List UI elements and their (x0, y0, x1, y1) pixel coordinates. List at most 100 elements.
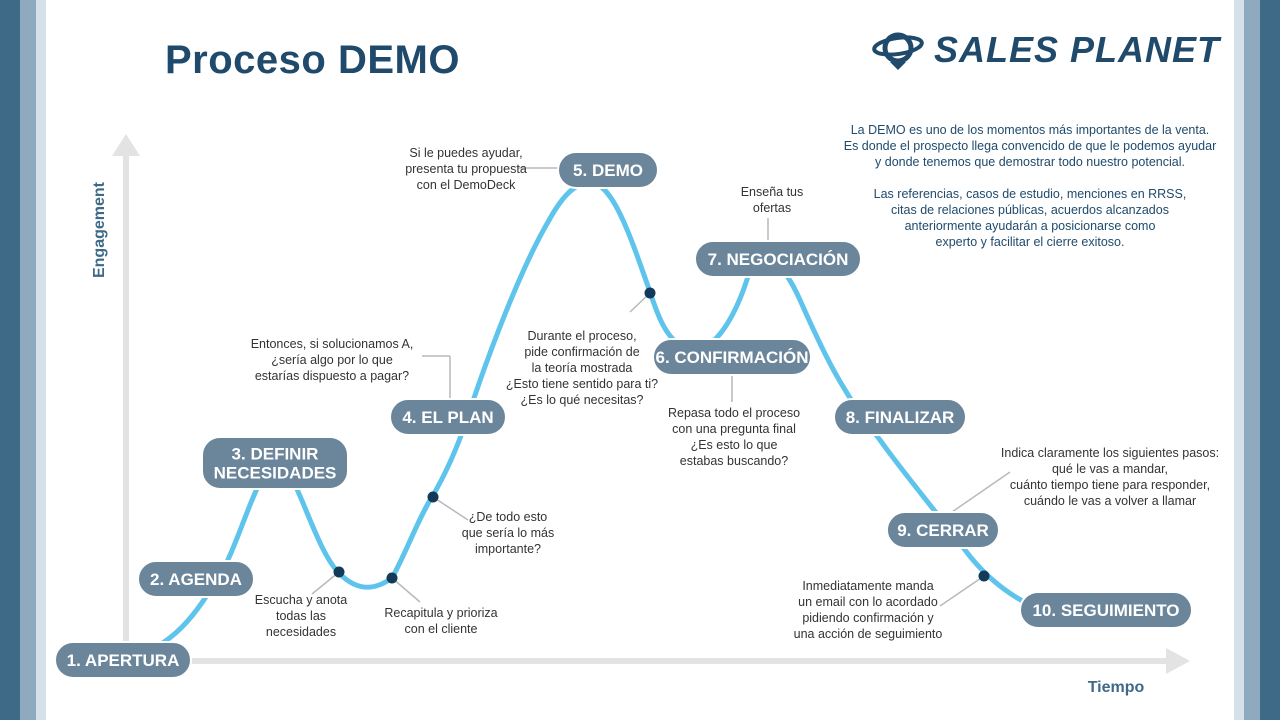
note-ensena: Enseña tus ofertas (741, 185, 804, 215)
stage-label: 2. AGENDA (150, 570, 242, 589)
note-si-le-puedes: Si le puedes ayudar, presenta tu propuest… (405, 146, 527, 192)
stage-pill-bg (54, 641, 192, 679)
note-line: necesidades (266, 625, 336, 639)
y-axis-label: Engagement (91, 181, 108, 278)
leader-line (432, 496, 469, 521)
logo: SALES PLANET (872, 28, 1220, 72)
note-line: Recapitula y prioriza (384, 606, 497, 620)
note-line: presenta tu propuesta (405, 162, 527, 176)
right-border-light (1234, 0, 1244, 720)
note-line: con una pregunta final (672, 422, 796, 436)
note-line: Escucha y anota (255, 593, 347, 607)
note-line: un email con lo acordado (798, 595, 938, 609)
leader-line (311, 571, 340, 595)
leader-line (951, 471, 1011, 513)
stage-pill-cerrar: 9. CERRAR (886, 511, 1000, 549)
intro-line: experto y facilitar el cierre exitoso. (935, 235, 1125, 249)
left-border-dark (0, 0, 20, 720)
note-line: estarías dispuesto a pagar? (255, 369, 409, 383)
note-line: ¿Esto tiene sentido para ti? (506, 377, 658, 391)
planet-ring-icon (872, 32, 924, 70)
stage-pill-agenda: 2. AGENDA (137, 560, 255, 598)
intro-paragraph-2: Las referencias, casos de estudio, menci… (830, 186, 1230, 250)
intro-paragraph-1: La DEMO es uno de los momentos más impor… (830, 122, 1230, 170)
stage-pill-plan: 4. EL PLAN (389, 398, 507, 436)
note-line: Indica claramente los siguientes pasos: (1001, 446, 1219, 460)
note-line: pide confirmación de (524, 345, 639, 359)
leader-line (391, 577, 421, 603)
milestone-dot (386, 572, 398, 584)
stage-pill-demo: 5. DEMO (557, 151, 659, 189)
note-line: ¿De todo esto (469, 510, 548, 524)
intro-line: La DEMO es uno de los momentos más impor… (850, 123, 1210, 137)
note-entonces: Entonces, si solucionamos A, ¿sería algo … (251, 337, 414, 383)
milestone-dots (333, 287, 990, 584)
stage-label: 3. DEFINIR (232, 445, 319, 464)
stage-label: 8. FINALIZAR (846, 408, 955, 427)
note-line: cuándo le vas a volver a llamar (1024, 494, 1196, 508)
stage-pill-finalizar: 8. FINALIZAR (833, 398, 967, 436)
stage-label: 4. EL PLAN (402, 408, 493, 427)
note-line: todas las (276, 609, 326, 623)
left-border-mid (20, 0, 36, 720)
note-indica: Indica claramente los siguientes pasos: q… (1001, 446, 1219, 508)
stage-label: 10. SEGUIMIENTO (1032, 601, 1179, 620)
right-border-dark (1260, 0, 1280, 720)
intro-line: citas de relaciones públicas, acuerdos a… (891, 203, 1169, 217)
note-line: Enseña tus (741, 185, 804, 199)
note-line: ¿Es esto lo que (691, 438, 778, 452)
stage-label: 9. CERRAR (897, 521, 989, 540)
stage-pill-bg (694, 240, 862, 278)
note-line: ¿sería algo por lo que (271, 353, 393, 367)
note-escucha: Escucha y anota todas las necesidades (255, 593, 347, 639)
annotations: Escucha y anota todas las necesidades Recap… (251, 146, 1219, 641)
intro-line: Es donde el prospecto llega convencido d… (843, 139, 1217, 153)
intro-line: Las referencias, casos de estudio, menci… (873, 187, 1187, 201)
note-line: Entonces, si solucionamos A, (251, 337, 414, 351)
milestone-dot (427, 491, 439, 503)
stage-label: 1. APERTURA (67, 651, 180, 670)
note-repasa: Repasa todo el proceso con una pregunta f… (668, 406, 800, 468)
note-durante: Durante el proceso,pide confirmación del… (506, 329, 658, 407)
stage-pill-confirmacion: 6. CONFIRMACIÓN (652, 338, 812, 376)
intro-line: y donde tenemos que demostrar todo nuest… (875, 155, 1185, 169)
milestone-dot (644, 287, 656, 299)
stage-pill-seguimiento: 10. SEGUIMIENTO (1019, 591, 1193, 629)
note-line: Durante el proceso, (527, 329, 636, 343)
milestone-dot (333, 566, 345, 578)
note-line: ¿Es lo qué necesitas? (521, 393, 644, 407)
stage-pill-apertura: 1. APERTURA (54, 641, 192, 679)
stage-pill-bg (833, 398, 967, 436)
stage-pill-bg (652, 338, 812, 376)
note-line: pidiendo confirmación y (802, 611, 934, 625)
note-inmediatamente: Inmediatamente manda un email con lo acor… (794, 579, 943, 641)
y-axis-arrow-icon (112, 134, 140, 156)
left-border-light (36, 0, 46, 720)
note-line: una acción de seguimiento (794, 627, 943, 641)
note-line: Repasa todo el proceso (668, 406, 800, 420)
note-line: ofertas (753, 201, 791, 215)
note-line: qué le vas a mandar, (1052, 462, 1168, 476)
stage-pill-bg (201, 436, 349, 490)
leader-line (939, 575, 985, 607)
note-recapitula: Recapitula y prioriza con el cliente (384, 606, 497, 636)
stage-label: 6. CONFIRMACIÓN (656, 348, 809, 367)
stage-label: 5. DEMO (573, 161, 643, 180)
note-line: estabas buscando? (680, 454, 788, 468)
note-line: cuánto tiempo tiene para responder, (1010, 478, 1210, 492)
note-line: Si le puedes ayudar, (409, 146, 522, 160)
note-line: que sería lo más (462, 526, 554, 540)
page-title: Proceso DEMO (165, 38, 460, 82)
stage-pill-bg (557, 151, 659, 189)
right-border-mid (1244, 0, 1260, 720)
note-line: con el cliente (405, 622, 478, 636)
stage-pill-bg (886, 511, 1000, 549)
stage-label: 7. NEGOCIACIÓN (708, 250, 849, 269)
x-axis-label: Tiempo (1088, 679, 1145, 696)
note-line: con el DemoDeck (417, 178, 516, 192)
note-line: Inmediatamente manda (802, 579, 933, 593)
